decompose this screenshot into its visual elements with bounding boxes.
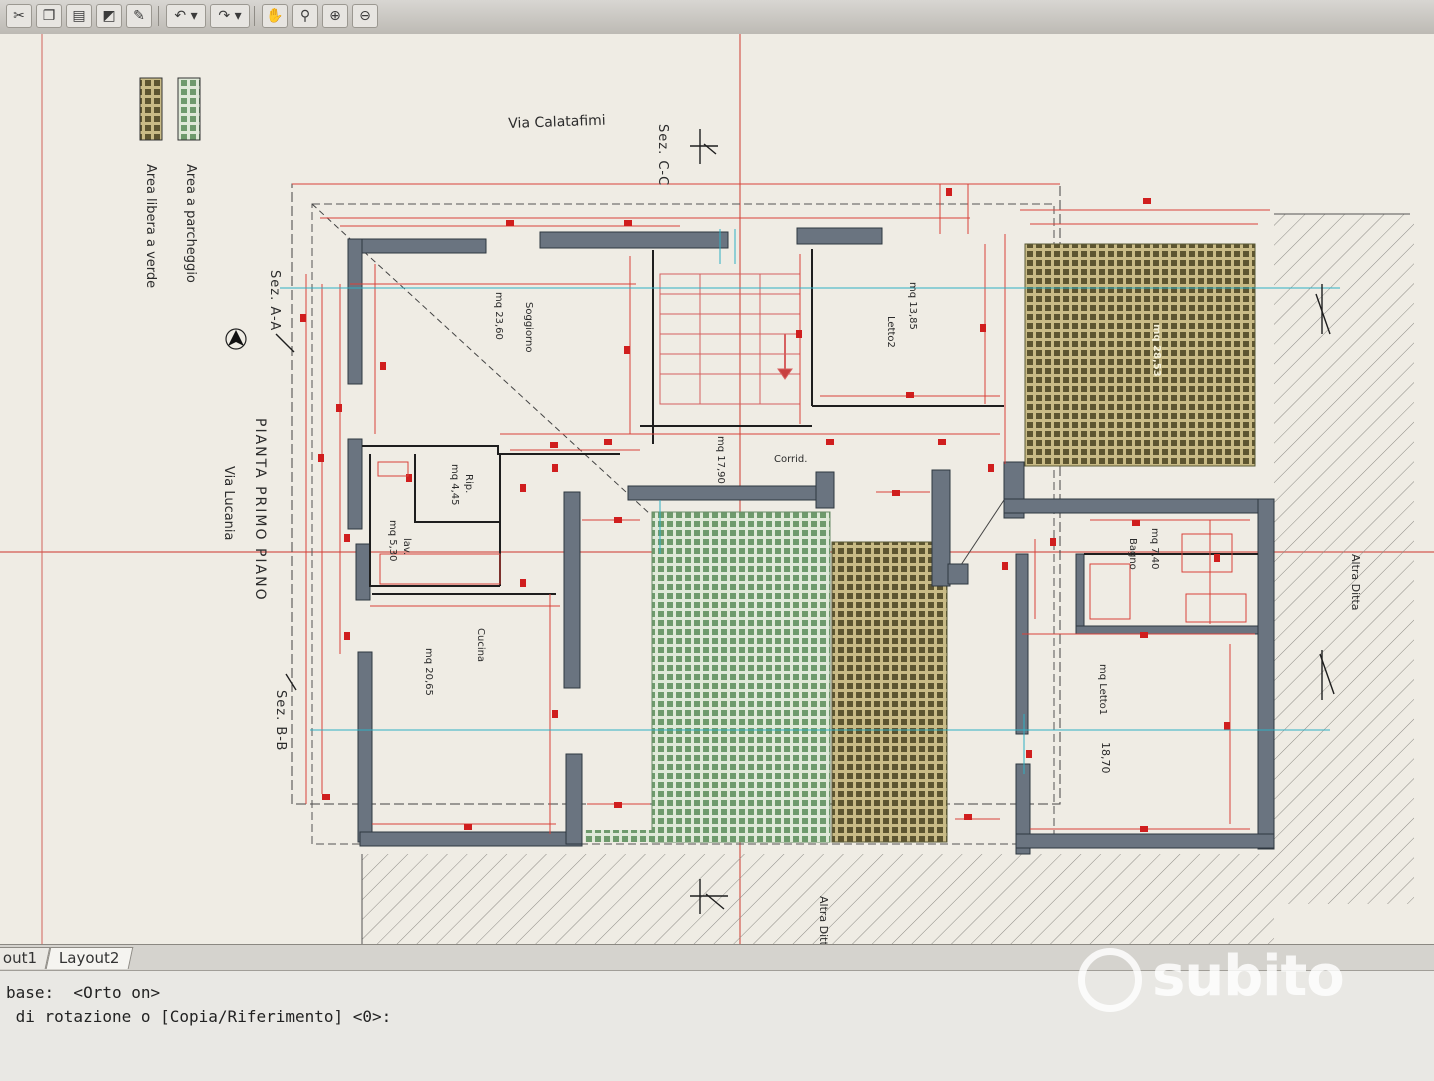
toolbar: ✂ ❐ ▤ ◩ ✎ ↶ ▾ ↷ ▾ ✋ ⚲ ⊕ ⊖ [0,0,1434,35]
legend-green-label: Area libera a verde [143,164,158,289]
command-history-line-1: base: <Orto on> [6,983,161,1002]
zoom-window-icon: ⊕ [329,8,341,24]
walls [347,227,1275,855]
section-label-cc: Sez. C-C [655,124,670,187]
room-label-corridoio: Corrid. [774,454,808,465]
room-label-cucina: Cucina [475,628,486,663]
watermark-text: subito [1152,944,1345,1009]
room-area-cucina: mq 20,65 [423,648,434,696]
room-area-corridoio: mq 17,90 [715,436,726,484]
north-arrow-icon [225,328,247,350]
tool-brush[interactable]: ✎ [126,4,152,28]
match-properties-icon: ◩ [102,8,116,24]
terrace-hatch [1024,243,1256,467]
legend-green-swatch [177,77,201,141]
room-label-soggiorno: Soggiorno [523,302,534,353]
fixtures [377,461,1247,623]
tool-redo[interactable]: ↷ ▾ [210,4,250,28]
command-line-window[interactable]: base: <Orto on> di rotazione o [Copia/Ri… [0,970,1434,1081]
room-area-letto1: 18,70 [1099,742,1112,774]
cut-icon: ✂ [13,8,25,24]
watermark: subito [1078,942,1368,1022]
axis-lines [280,229,1340,774]
room-label-letto2: Letto2 [885,316,896,348]
floor-plan-drawing [0,34,1434,944]
interior-walls [362,249,1258,595]
drawing-canvas[interactable]: Via Calatafimi Sez. C-C Sez. A-A Sez. B-… [0,34,1434,944]
paste-icon: ▤ [72,8,86,24]
room-area-ripostiglio: mq 4,45 [449,464,460,506]
neighbor-area-right [1274,214,1414,904]
street-label-left: Via Lucania [221,466,236,541]
room-area-terrazza: mq 28,53 [1151,324,1162,377]
toolbar-separator [254,6,255,26]
tab-layout2[interactable]: Layout2 [45,947,133,969]
tool-zoom-realtime[interactable]: ⚲ [292,4,318,28]
room-label-bagno: Bagno [1127,538,1138,570]
undo-icon: ↶ ▾ [174,8,198,24]
tool-match[interactable]: ◩ [96,4,122,28]
plan-title: PIANTA PRIMO PIANO [252,418,268,602]
dimension-lines [292,183,1270,834]
room-label-ripostiglio: Rip. [463,474,474,494]
legend-parking-label: Area a parcheggio [183,164,198,283]
neighbor-label-right: Altra Ditta [1349,554,1362,611]
room-area-soggiorno: mq 23,60 [493,292,504,340]
room-area-bagno: mq 7,40 [1149,528,1160,570]
copy-icon: ❐ [42,8,56,24]
room-area-lavanderia: mq 5,30 [387,520,398,562]
room-area-letto2: mq 13,85 [907,282,918,330]
courtyard-parking-hatch [831,541,948,843]
section-label-bb: Sez. B-B [273,690,288,752]
redo-icon: ↷ ▾ [218,8,242,24]
staircase [659,273,801,405]
dimension-markers [300,188,1230,832]
brush-icon: ✎ [133,8,145,24]
neighbor-label-bottom: Altra Ditta [817,896,830,944]
tool-copy[interactable]: ❐ [36,4,62,28]
layout-tabs: out1 Layout2 [0,944,1434,971]
zoom-previous-icon: ⊖ [359,8,371,24]
room-label-lavanderia: lav. [401,538,412,556]
tool-pan[interactable]: ✋ [262,4,288,28]
legend-parking-swatch [139,77,163,141]
tool-cut[interactable]: ✂ [6,4,32,28]
street-label-top: Via Calatafimi [508,112,606,132]
neighbor-area-bottom [362,854,1274,944]
subito-logo-icon [1078,948,1142,1012]
tab-layout1[interactable]: out1 [0,947,51,969]
section-label-aa: Sez. A-A [267,270,282,332]
room-label-letto1: mq Letto1 [1097,664,1108,716]
command-prompt-line[interactable]: di rotazione o [Copia/Riferimento] <0>: [6,1007,392,1026]
zoom-realtime-icon: ⚲ [299,8,311,24]
tool-zoom-previous[interactable]: ⊖ [352,4,378,28]
pan-icon: ✋ [266,8,284,24]
tool-paste[interactable]: ▤ [66,4,92,28]
section-markers [275,129,1335,914]
courtyard-green-hatch [651,511,831,843]
tool-undo[interactable]: ↶ ▾ [166,4,206,28]
tool-zoom-window[interactable]: ⊕ [322,4,348,28]
toolbar-separator [158,6,159,26]
